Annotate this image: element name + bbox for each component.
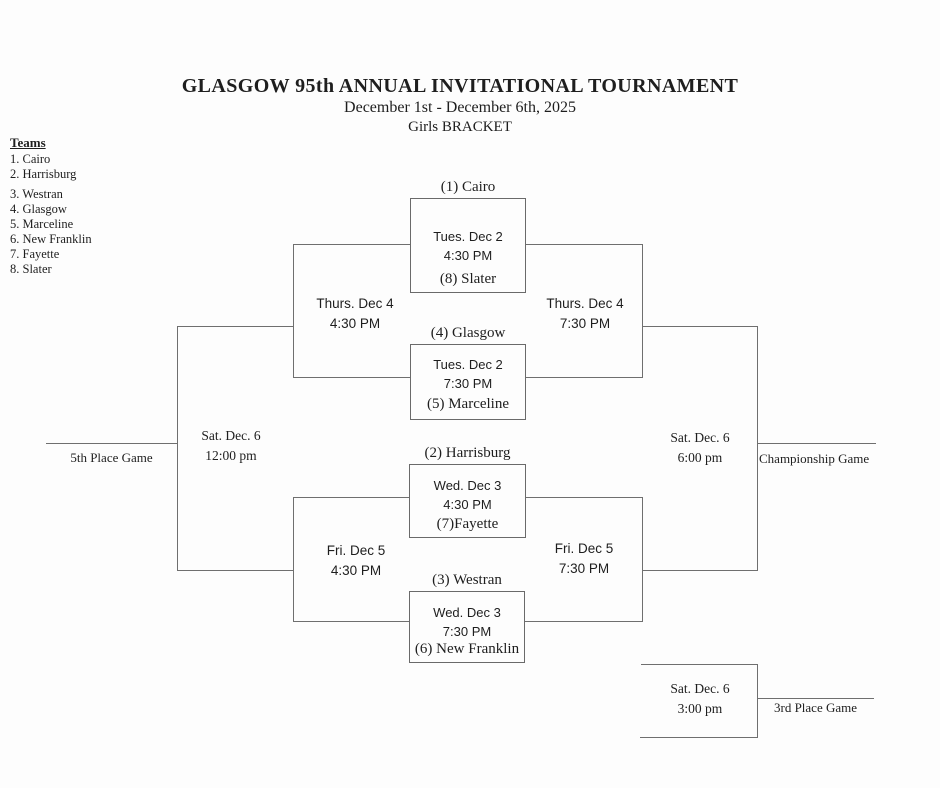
connector-line — [526, 377, 642, 378]
connector-line — [642, 497, 643, 622]
game-time: 7:30 PM — [558, 561, 610, 576]
team-seed-bottom: (8) Slater — [439, 271, 497, 287]
connector-line — [293, 244, 410, 245]
connector-line — [526, 497, 642, 498]
game-box-cairo-slater: (1) Cairo Tues. Dec 2 4:30 PM (8) Slater — [410, 179, 526, 293]
third-place-game-line — [757, 698, 874, 699]
connector-line — [293, 244, 294, 378]
game-box-glasgow-marceline: (4) Glasgow Tues. Dec 2 7:30 PM (5) Marc… — [410, 325, 526, 420]
fifth-place-datetime: Sat. Dec. 6 12:00 pm — [166, 426, 296, 466]
game-date: Tues. Dec 2 — [433, 229, 503, 244]
teams-heading: Teams — [10, 135, 46, 150]
team-list-item: 4. Glasgow — [10, 202, 67, 216]
team-list-item: 7. Fayette — [10, 247, 60, 261]
team-seed-bottom: (5) Marceline — [426, 396, 510, 412]
team-list-item: 3. Westran — [10, 187, 63, 201]
third-place-datetime: Sat. Dec. 6 3:00 pm — [635, 679, 765, 719]
round-label-winners-semi-bottom: Fri. Dec 5 7:30 PM — [514, 539, 654, 579]
connector-line — [177, 326, 178, 570]
game-date: Sat. Dec. 6 — [201, 428, 261, 443]
connector-line — [640, 737, 757, 738]
tournament-dates: December 1st - December 6th, 2025 — [344, 99, 576, 116]
connector-line — [177, 570, 293, 571]
team-list-item: 1. Cairo — [10, 152, 51, 166]
connector-line — [293, 497, 294, 622]
team-list-item: 8. Slater — [10, 262, 52, 276]
fifth-place-game-label: 5th Place Game — [70, 450, 153, 465]
team-list-item: 5. Marceline — [10, 217, 74, 231]
game-time: 4:30 PM — [443, 248, 493, 263]
connector-line — [526, 244, 642, 245]
game-date: Thurs. Dec 4 — [316, 296, 394, 311]
team-seed-bottom: (7)Fayette — [436, 516, 499, 532]
game-time: 7:30 PM — [443, 376, 493, 391]
tournament-title: GLASGOW 95th ANNUAL INVITATIONAL TOURNAM… — [181, 75, 739, 97]
game-date: Tues. Dec 2 — [433, 357, 503, 372]
round-label-consolation-semi-top: Thurs. Dec 4 4:30 PM — [285, 294, 425, 334]
connector-line — [293, 497, 409, 498]
championship-datetime: Sat. Dec. 6 6:00 pm — [635, 428, 765, 468]
round-label-winners-semi-top: Thurs. Dec 4 7:30 PM — [515, 294, 655, 334]
teams-legend: Teams 1. Cairo 2. Harrisburg 3. Westran … — [10, 134, 92, 277]
team-list-item: 2. Harrisburg — [10, 167, 77, 181]
third-place-game-label: 3rd Place Game — [773, 700, 858, 715]
connector-line — [757, 664, 758, 738]
team-seed-top: (4) Glasgow — [430, 325, 506, 341]
game-date: Sat. Dec. 6 — [670, 430, 730, 445]
division-label: Girls BRACKET — [408, 119, 512, 135]
game-box-harrisburg-fayette: (2) Harrisburg Wed. Dec 3 4:30 PM (7)Fay… — [409, 445, 526, 538]
team-seed-bottom: (6) New Franklin — [414, 641, 520, 657]
game-time: 3:00 pm — [677, 701, 723, 716]
championship-game-label: Championship Game — [759, 451, 870, 466]
game-date: Sat. Dec. 6 — [670, 681, 730, 696]
team-seed-top: (3) Westran — [432, 572, 502, 588]
header: GLASGOW 95th ANNUAL INVITATIONAL TOURNAM… — [0, 74, 920, 137]
game-time: 4:30 PM — [330, 563, 382, 578]
team-seed-top: (2) Harrisburg — [424, 445, 511, 461]
game-date: Fri. Dec 5 — [326, 543, 386, 558]
connector-line — [293, 621, 409, 622]
connector-line — [642, 570, 757, 571]
championship-game-line — [757, 443, 876, 444]
game-date: Wed. Dec 3 — [433, 478, 502, 493]
game-time: 12:00 pm — [205, 448, 257, 463]
game-time: 7:30 PM — [559, 316, 611, 331]
team-list-item: 6. New Franklin — [10, 232, 92, 246]
game-time: 6:00 pm — [677, 450, 723, 465]
connector-line — [525, 621, 642, 622]
fifth-place-game-line — [46, 443, 177, 444]
game-box-westran-newfranklin: (3) Westran Wed. Dec 3 7:30 PM (6) New F… — [409, 572, 525, 663]
game-date: Wed. Dec 3 — [433, 605, 501, 620]
connector-line — [177, 326, 293, 327]
connector-line — [757, 326, 758, 571]
connector-line — [641, 664, 757, 665]
game-time: 4:30 PM — [443, 497, 492, 512]
team-seed-top: (1) Cairo — [440, 179, 496, 195]
connector-line — [293, 377, 410, 378]
game-time: 4:30 PM — [329, 316, 381, 331]
game-date: Thurs. Dec 4 — [546, 296, 624, 311]
round-label-consolation-semi-bottom: Fri. Dec 5 4:30 PM — [286, 541, 426, 581]
game-date: Fri. Dec 5 — [554, 541, 614, 556]
connector-line — [642, 244, 643, 378]
game-time: 7:30 PM — [442, 624, 492, 639]
connector-line — [642, 326, 757, 327]
